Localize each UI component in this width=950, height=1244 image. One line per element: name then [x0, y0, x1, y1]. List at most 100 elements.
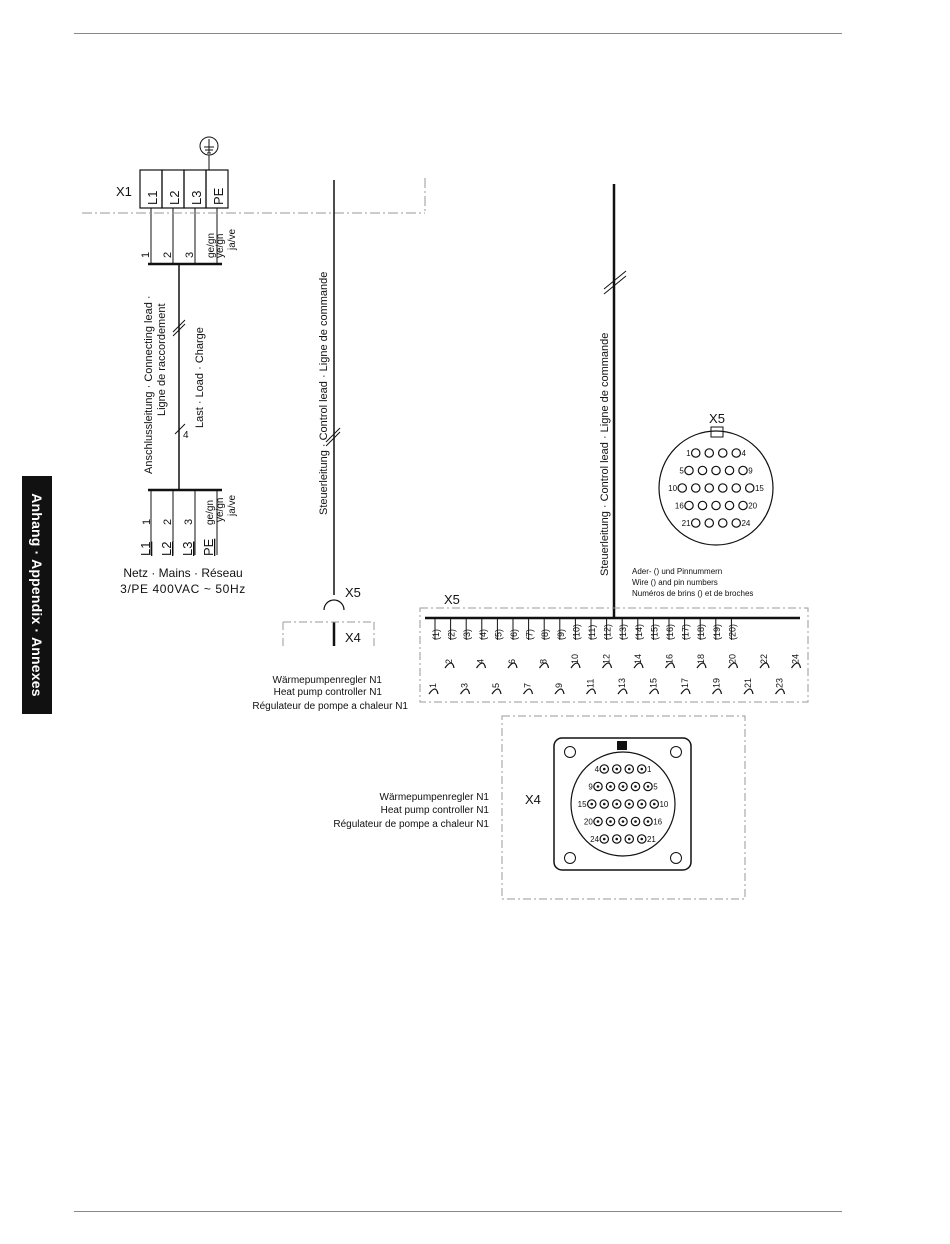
pin-contact — [491, 688, 502, 695]
x5-wire-number: (6) — [509, 629, 519, 640]
mains-terminal-pe: PE — [201, 538, 216, 556]
connector-pin — [704, 518, 715, 528]
x5-pin-even: 20 — [728, 654, 738, 664]
x1-terminal-pe: PE — [211, 187, 226, 205]
pin-contact — [586, 688, 597, 695]
x1-label: X1 — [116, 184, 132, 199]
connector-pin — [649, 799, 660, 809]
x5-pin-odd: 5 — [491, 683, 501, 688]
pin-contact — [428, 688, 439, 695]
x4-connector: X4 Wärmepumpenregler N1 Heat pump contro… — [333, 715, 746, 900]
pin-contact — [476, 662, 487, 669]
connector-pin — [697, 465, 708, 476]
pin-contact — [633, 662, 644, 669]
x5-pin-even: 12 — [602, 654, 612, 664]
top-rule — [74, 33, 842, 34]
connector-pin — [636, 799, 647, 809]
x5-wire-number: (8) — [540, 629, 550, 640]
x5-pin-odd: 23 — [775, 678, 785, 688]
x5-pin-even: 16 — [665, 654, 675, 664]
pin-contact — [507, 662, 518, 669]
connector-pin — [738, 465, 748, 476]
connector-pin — [690, 483, 701, 493]
x5-wire-number: (14) — [634, 624, 644, 640]
connector-pin — [704, 483, 715, 493]
connector-row-label: 5 — [653, 783, 658, 792]
x5-wire-number: (2) — [447, 629, 457, 640]
plug-x5-label: X5 — [345, 585, 361, 600]
connecting-lead-line2: Ligne de raccordement — [156, 303, 168, 416]
connector-pin — [611, 799, 622, 809]
connector-row-label: 24 — [590, 835, 599, 844]
connector-row-label: 20 — [748, 502, 757, 511]
connector-row-label: 9 — [588, 783, 593, 792]
connector-pin — [704, 448, 715, 458]
connector-pin — [586, 799, 597, 809]
mains-color-fr: ja/ve — [227, 494, 238, 517]
mains-terminal-l2: L2 — [159, 542, 174, 556]
mains-color-en: ye/gn — [215, 498, 226, 522]
n1-x4-line3: Régulateur de pompe a chaleur N1 — [333, 819, 489, 830]
x5-pin-even: 8 — [539, 659, 549, 664]
control-lead-right: Steuerleitung · Control lead · Ligne de … — [599, 184, 753, 618]
x1-wire-pe: ge/gn — [206, 233, 217, 258]
pin-contact — [617, 688, 628, 695]
connector-row-label: 10 — [668, 484, 677, 493]
x1-terminal-l2: L2 — [167, 191, 182, 205]
connector-pin — [717, 448, 728, 458]
mains-wire-2: 2 — [162, 519, 174, 525]
pin-contact — [728, 662, 739, 669]
connector-pin — [643, 816, 653, 827]
x1-color-fr: ja/ve — [227, 228, 238, 251]
x5-pin-even: 22 — [759, 654, 769, 664]
x5-pin-odd: 11 — [586, 679, 596, 688]
control-lead-left: Steuerleitung · Control lead · Ligne de … — [252, 180, 408, 712]
pin-contact — [791, 662, 802, 669]
connector-pin — [731, 483, 742, 493]
x5-pin-even: 24 — [791, 654, 801, 664]
connecting-lead-line1: Anschlussleitung · Connecting lead · — [143, 295, 155, 474]
load-label: Last · Load · Charge — [194, 327, 206, 428]
x5-wire-number: (5) — [493, 629, 503, 640]
x5-pin-odd: 15 — [649, 678, 659, 688]
pin-contact — [649, 688, 660, 695]
x5-wire-number: (10) — [571, 624, 581, 640]
connector-pin — [611, 834, 622, 844]
mains-terminal-l1: L1 — [138, 542, 153, 556]
connector-pin — [711, 465, 721, 476]
x5-strip-label: X5 — [444, 592, 460, 607]
connector-row-label: 15 — [578, 800, 587, 809]
x5-pin-odd: 17 — [680, 678, 690, 688]
x5-wire-number: (16) — [665, 624, 675, 640]
x1-terminal-l1: L1 — [145, 191, 160, 205]
x1-wire-3: 3 — [184, 252, 196, 258]
plug-x4-label: X4 — [345, 630, 361, 645]
x5-pin-odd: 13 — [617, 678, 627, 688]
x5-pin-even: 4 — [476, 659, 486, 664]
control-lead-left-label: Steuerleitung · Control lead · Ligne de … — [318, 272, 330, 515]
section-tab: Anhang · Appendix · Annexes — [22, 476, 52, 714]
x5-pin-even: 10 — [570, 654, 580, 664]
mains-spec: 3/PE 400VAC ~ 50Hz — [120, 582, 246, 596]
connector-row-label: 20 — [584, 818, 593, 827]
x5-pin-even: 2 — [444, 659, 454, 664]
connecting-lead: Anschlussleitung · Connecting lead · Lig… — [143, 264, 206, 490]
connector-pin — [593, 816, 603, 827]
x5-wire-number: (9) — [556, 629, 566, 640]
connector-row-label: 10 — [659, 800, 668, 809]
connector-pin — [731, 448, 742, 458]
x5-pin-odd: 21 — [743, 678, 753, 688]
x5-wire-number: (3) — [462, 629, 472, 640]
x5-wire-number: (4) — [478, 629, 488, 640]
connector-pin — [605, 816, 616, 827]
pin-contact — [712, 688, 723, 695]
bottom-rule — [74, 1211, 842, 1212]
connector-row-label: 16 — [653, 818, 662, 827]
x5-wire-number: (17) — [681, 624, 691, 640]
connector-pin — [636, 764, 647, 774]
connector-pin — [636, 834, 647, 844]
n1-x4-line2: Heat pump controller N1 — [381, 805, 490, 816]
pin-contact — [602, 662, 613, 669]
